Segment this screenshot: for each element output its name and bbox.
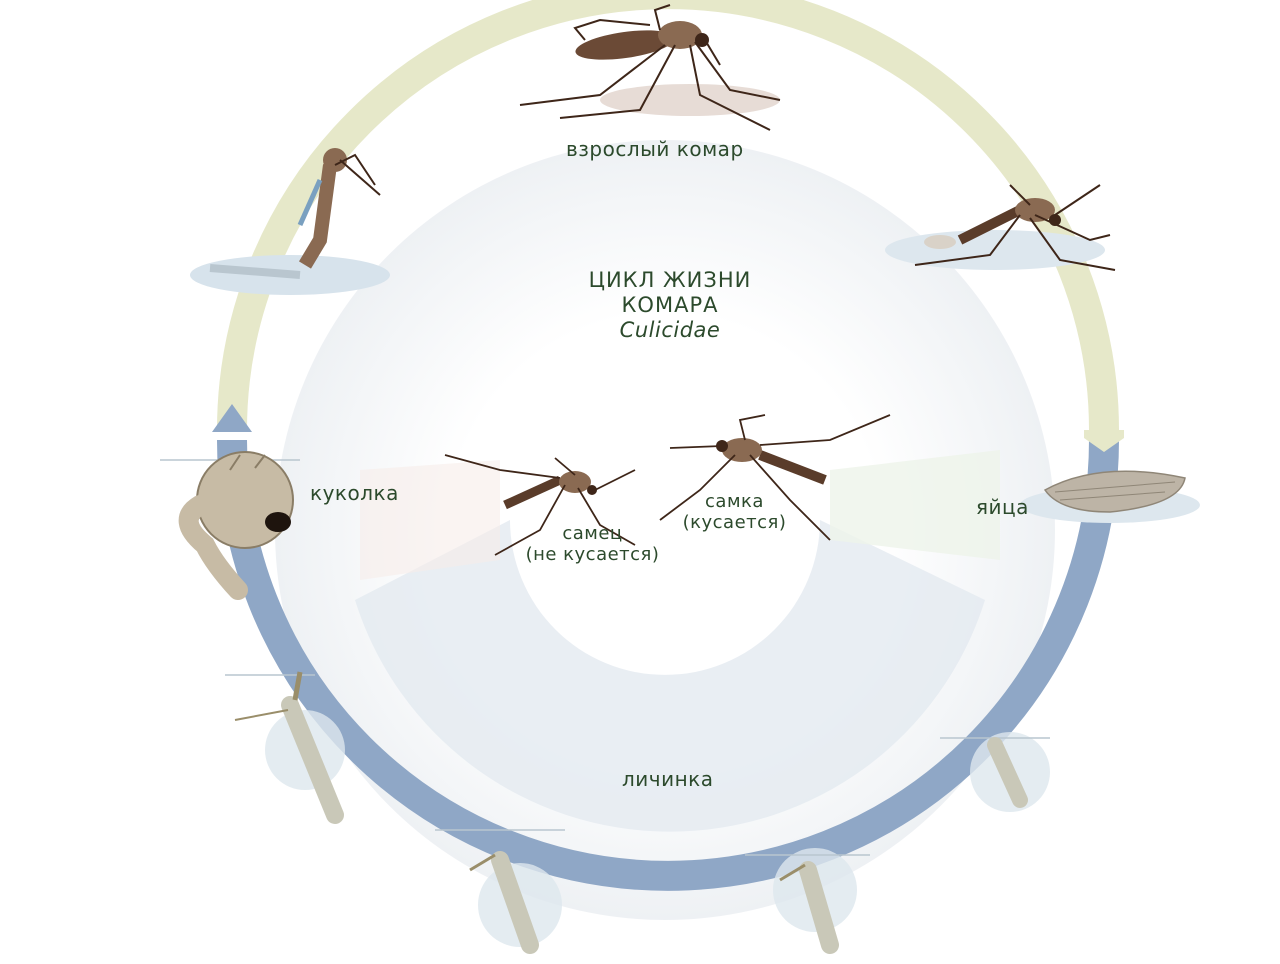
label-larva: личинка <box>622 767 714 791</box>
label-adult: взрослый комар <box>566 137 744 161</box>
right-green-tint <box>830 450 1000 560</box>
left-pink-tint <box>360 460 500 580</box>
lower-water-tint <box>355 520 985 832</box>
label-eggs: яйца <box>976 495 1029 519</box>
emerging-mosquito <box>209 148 381 279</box>
label-female: самка (кусается) <box>672 491 797 533</box>
pupa <box>160 451 300 600</box>
female-mosquito <box>659 414 891 541</box>
center-disc <box>510 360 820 670</box>
adult-mosquito-top <box>519 4 781 131</box>
male-mosquito <box>444 454 636 556</box>
male-line-1: самец <box>562 523 623 544</box>
larva-bottom-left <box>435 829 565 954</box>
label-water: водоем <box>630 916 710 938</box>
female-line-1: самка <box>705 491 764 512</box>
arrow-up-left <box>212 404 252 432</box>
egg-laying-mosquito <box>914 184 1116 271</box>
title-line-1: ЦИКЛ ЖИЗНИ <box>588 268 752 292</box>
larva-right <box>940 732 1050 812</box>
ring-water-arc <box>217 439 1119 891</box>
diagram-title: ЦИКЛ ЖИЗНИ КОМАРА Culicidae <box>540 268 800 344</box>
title-line-2: КОМАРА <box>621 293 719 318</box>
label-pupa: куколка <box>310 481 399 505</box>
female-line-2: (кусается) <box>682 511 787 533</box>
label-male: самец (не кусается) <box>515 523 670 565</box>
species-name: Culicidae <box>619 318 721 343</box>
arrow-down-right <box>1084 430 1124 452</box>
larva-left-upper <box>225 671 345 824</box>
larva-bottom-right <box>745 848 870 954</box>
egg-raft <box>1043 470 1186 513</box>
male-line-2: (не кусается) <box>525 543 660 565</box>
